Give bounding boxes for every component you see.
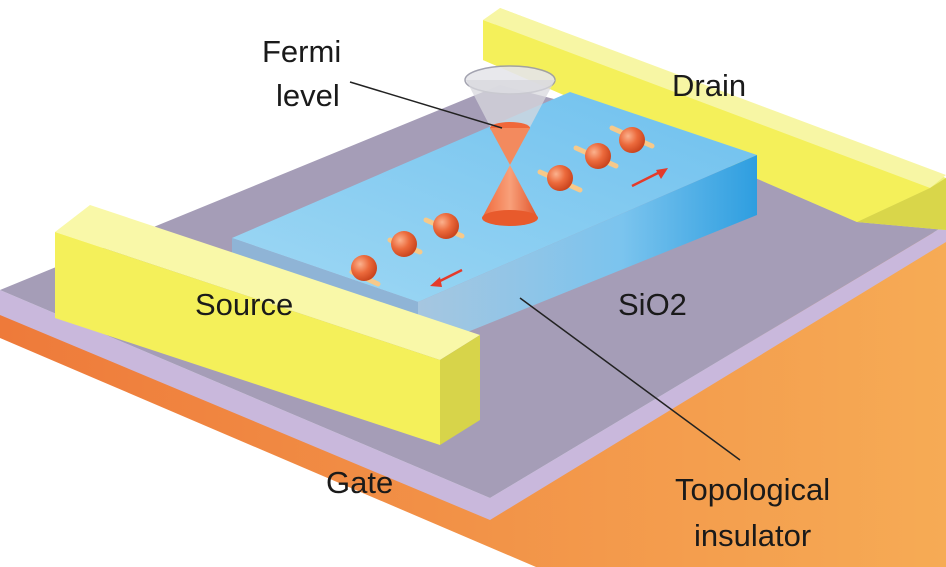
current-arrow-right <box>631 168 668 188</box>
sio2-label: SiO2 <box>618 287 687 322</box>
electron-6 <box>609 125 655 153</box>
electrons-right-group <box>537 125 655 193</box>
drain-electrode <box>483 8 946 230</box>
electron-5 <box>573 143 619 169</box>
electron-3 <box>423 213 465 239</box>
fermi-label-line2: level <box>276 78 340 113</box>
sio2-edge-layer <box>0 225 946 520</box>
electron-1 <box>349 255 381 287</box>
fermi-leader-line <box>349 81 503 129</box>
electron-4 <box>537 165 583 193</box>
topological-label-line1: Topological <box>675 472 830 507</box>
current-arrow-left <box>430 268 463 287</box>
dirac-cone <box>464 65 556 226</box>
drain-label: Drain <box>672 68 746 103</box>
insulator-leader-line <box>519 297 741 461</box>
source-electrode <box>55 205 480 445</box>
electron-2 <box>387 231 423 257</box>
fermi-label-line1: Fermi <box>262 34 341 69</box>
topological-label-line2: insulator <box>694 518 811 553</box>
source-label: Source <box>195 287 293 322</box>
gate-layer <box>0 232 946 567</box>
electrons-left-group <box>349 213 465 287</box>
gate-label: Gate <box>326 465 393 500</box>
